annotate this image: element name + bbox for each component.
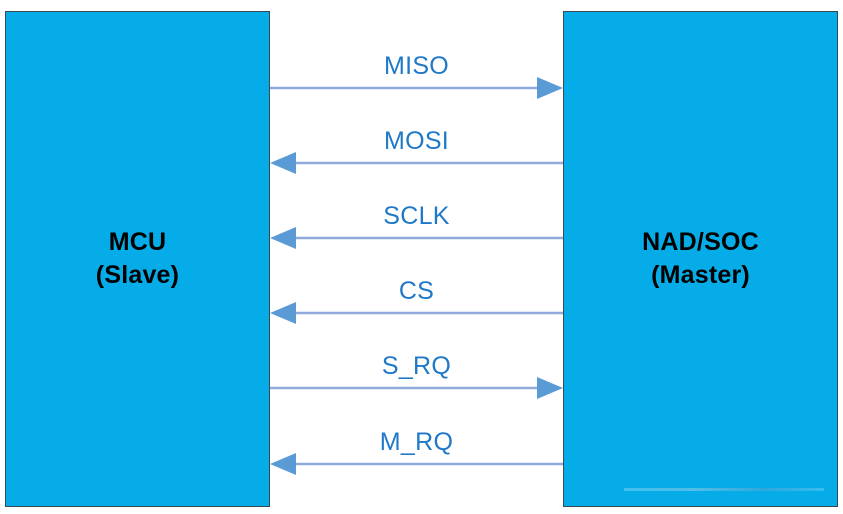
signal-label-cs: CS: [398, 277, 435, 305]
signal-label-miso: MISO: [383, 52, 450, 80]
signal-arrow-s-rq: [270, 377, 563, 399]
signal-arrow-miso: [270, 77, 563, 99]
signal-label-sclk: SCLK: [383, 202, 450, 230]
block-nad-soc[interactable]: NAD/SOC (Master): [563, 11, 838, 507]
image-artifact-streak: [624, 488, 824, 491]
signal-arrow-m-rq: [270, 453, 563, 475]
block-mcu-title: MCU: [108, 227, 167, 256]
signal-arrow-mosi: [270, 152, 563, 174]
signal-arrow-sclk: [270, 227, 563, 249]
signal-label-mosi: MOSI: [383, 127, 450, 155]
block-nad-soc-role: (Master): [651, 261, 750, 289]
block-mcu[interactable]: MCU (Slave): [5, 11, 270, 507]
signal-label-s-rq: S_RQ: [381, 352, 452, 380]
block-mcu-role: (Slave): [95, 261, 180, 289]
block-nad-soc-title: NAD/SOC: [642, 227, 759, 256]
signal-arrow-cs: [270, 302, 563, 324]
signal-label-m-rq: M_RQ: [379, 428, 454, 456]
